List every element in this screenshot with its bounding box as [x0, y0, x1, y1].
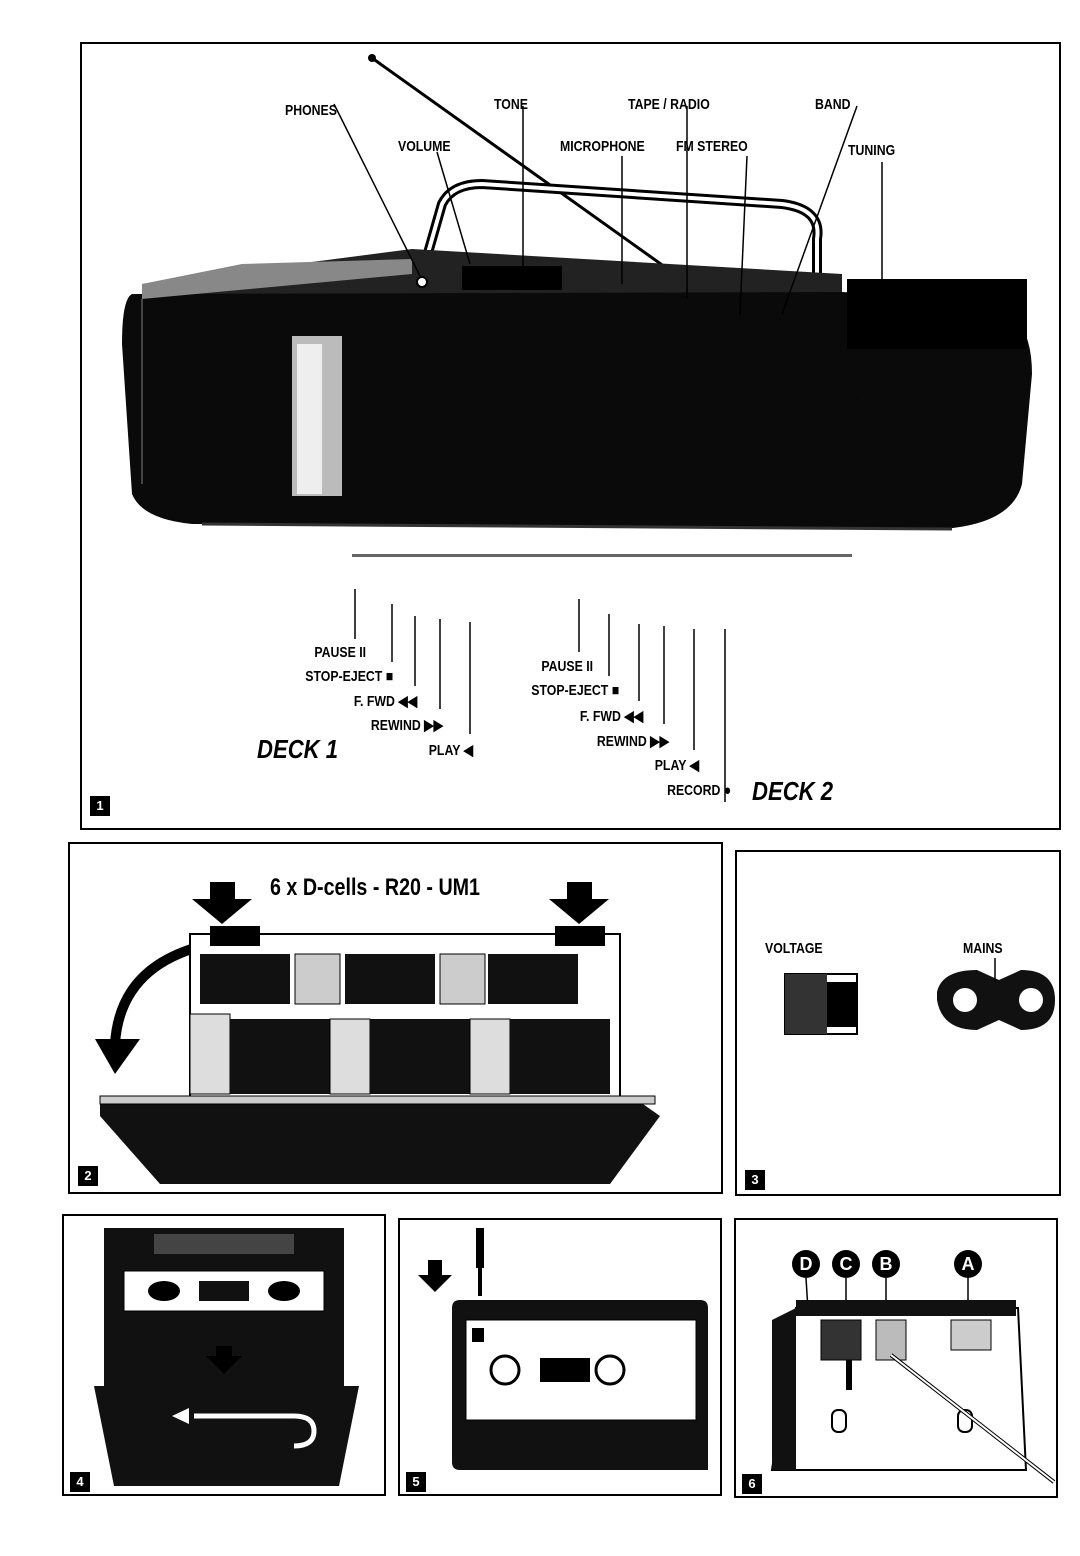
figure-3-number: 3 [745, 1170, 765, 1190]
callout-b: B [872, 1250, 900, 1278]
deck2-ffwd-label: F. FWD ◀◀ [579, 708, 643, 725]
mains-label: MAINS [963, 940, 1003, 957]
deck2-stop-eject-label: STOP-EJECT ■ [531, 682, 619, 699]
cassette-insert-illustration [94, 1228, 359, 1486]
deck2-play-label: PLAY ◀ [654, 757, 699, 774]
deck1-play-label: PLAY ◀ [428, 742, 473, 759]
phones-label: PHONES [285, 102, 337, 119]
deck1-pause-label: PAUSE II [314, 644, 366, 661]
deck1-ffwd-label: F. FWD ◀◀ [353, 693, 417, 710]
deck1-title: DECK 1 [257, 734, 339, 764]
deck1-rewind-label: REWIND ▶▶ [370, 717, 443, 734]
figure-6-number: 6 [742, 1474, 762, 1494]
figure-6-panel: D C B A 6 [734, 1218, 1058, 1498]
figure-2-panel: 6 x D-cells - R20 - UM1 2 [68, 842, 723, 1194]
fm-stereo-label: FM STEREO [676, 138, 748, 155]
figure-5-panel: 5 [398, 1218, 722, 1496]
microphone-label: MICROPHONE [560, 138, 645, 155]
deck2-rewind-label: REWIND ▶▶ [596, 733, 669, 750]
callout-a: A [954, 1250, 982, 1278]
deck1-stop-eject-label: STOP-EJECT ■ [305, 668, 393, 685]
figure-2-number: 2 [78, 1166, 98, 1186]
callout-c: C [832, 1250, 860, 1278]
deck2-record-label: RECORD ● [666, 782, 731, 799]
figure-1-panel: PHONES TONE TAPE / RADIO BAND VOLUME MIC… [80, 42, 1061, 830]
figure-5-number: 5 [406, 1472, 426, 1492]
deck2-title: DECK 2 [752, 776, 834, 806]
voltage-label: VOLTAGE [765, 940, 823, 957]
boombox-illustration [122, 54, 1032, 802]
tape-heads-illustration [770, 1277, 1056, 1484]
tape-radio-label: TAPE / RADIO [628, 96, 710, 113]
battery-type-label: 6 x D-cells - R20 - UM1 [270, 874, 480, 901]
deck2-pause-label: PAUSE II [541, 658, 593, 675]
volume-label: VOLUME [398, 138, 451, 155]
voltage-mains-illustration [784, 958, 1055, 1035]
tuning-label: TUNING [848, 142, 896, 159]
tone-label: TONE [494, 96, 528, 113]
figure-4-number: 4 [70, 1472, 90, 1492]
battery-compartment-illustration [95, 882, 660, 1184]
band-label: BAND [815, 96, 851, 113]
cassette-tab-illustration [418, 1228, 708, 1470]
callout-d: D [792, 1250, 820, 1278]
figure-3-panel: VOLTAGE MAINS 3 [735, 850, 1061, 1196]
figure-1-number: 1 [90, 796, 110, 816]
figure-4-panel: 4 [62, 1214, 386, 1496]
